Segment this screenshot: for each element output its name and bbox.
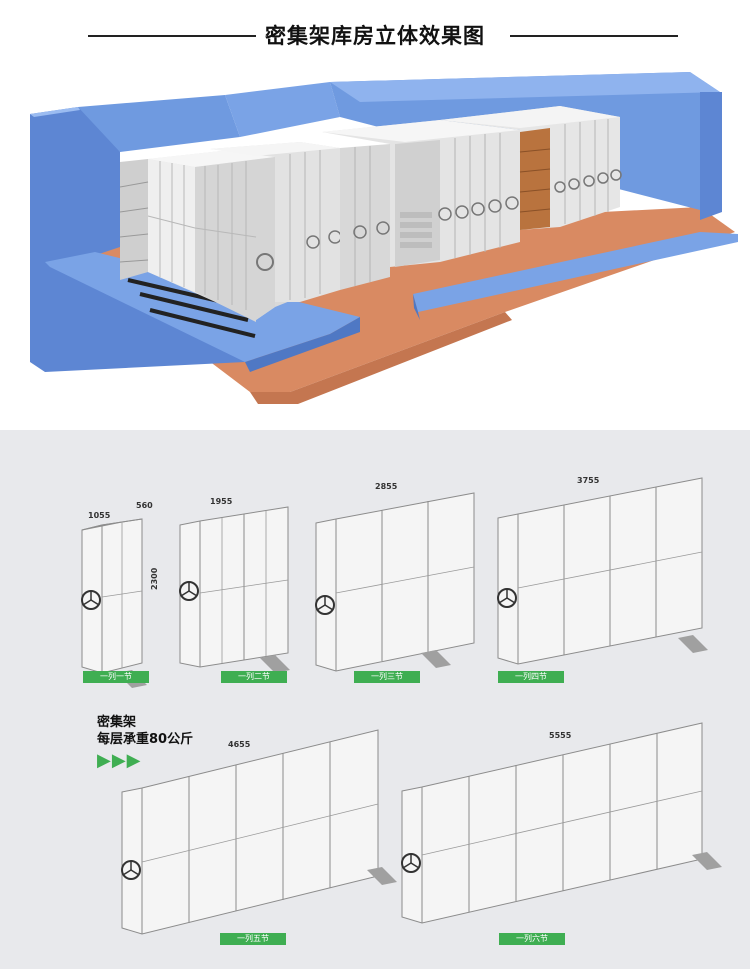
floor-front-strip	[250, 312, 512, 404]
warehouse-3d-illustration	[30, 72, 738, 404]
cabinet-group-middle	[322, 120, 520, 267]
unit-six-width-label: 5555	[549, 731, 572, 740]
unit-three-caption: 一列三节	[354, 671, 420, 683]
unit-three-width-label: 2855	[375, 482, 398, 491]
back-wall-top-edge	[330, 72, 720, 102]
unit-one-section	[81, 518, 147, 688]
left-wall-top	[30, 107, 80, 117]
unit-one-height-label: 2300	[150, 567, 159, 590]
load-capacity-note: 密集架 每层承重80公斤 ▶▶▶	[97, 714, 193, 770]
unit-one-depth-label: 560	[136, 501, 153, 510]
load-capacity-text: 每层承重80公斤	[97, 732, 194, 747]
unit-one-caption: 一列一节	[83, 671, 149, 683]
product-name: 密集架	[97, 715, 137, 730]
front-wall-right-face	[413, 294, 420, 320]
unit-drawings	[81, 477, 722, 935]
front-wall-right	[413, 232, 738, 312]
unit-four-width-label: 3755	[577, 476, 600, 485]
cabinet-group-left-2	[210, 142, 390, 302]
unit-five-caption: 一列五节	[220, 933, 286, 945]
back-wall-mid	[225, 82, 340, 137]
left-open-shelf	[119, 159, 149, 280]
unit-three-sections	[315, 492, 475, 672]
unit-one-width-label: 1055	[88, 511, 111, 520]
specification-panel: 1055 560 2300 1955 2855 3755 4655 5555 一…	[0, 430, 750, 969]
header-rule-right	[510, 35, 678, 37]
unit-two-caption: 一列二节	[221, 671, 287, 683]
unit-five-width-label: 4655	[228, 740, 251, 749]
unit-four-sections	[497, 477, 708, 665]
page-header: 密集架库房立体效果图	[0, 0, 750, 70]
cabinet-group-right	[440, 106, 622, 230]
unit-two-width-label: 1955	[210, 497, 233, 506]
header-rule-left	[88, 35, 256, 37]
unit-six-caption: 一列六节	[499, 933, 565, 945]
page-title: 密集架库房立体效果图	[265, 24, 485, 48]
unit-six-sections	[401, 722, 722, 924]
unit-two-sections	[179, 506, 290, 673]
front-wall-left-face	[245, 317, 360, 372]
unit-four-caption: 一列四节	[498, 671, 564, 683]
unit-five-sections	[121, 729, 397, 935]
arrow-right-icons: ▶▶▶	[97, 750, 142, 771]
right-wall	[700, 92, 722, 220]
